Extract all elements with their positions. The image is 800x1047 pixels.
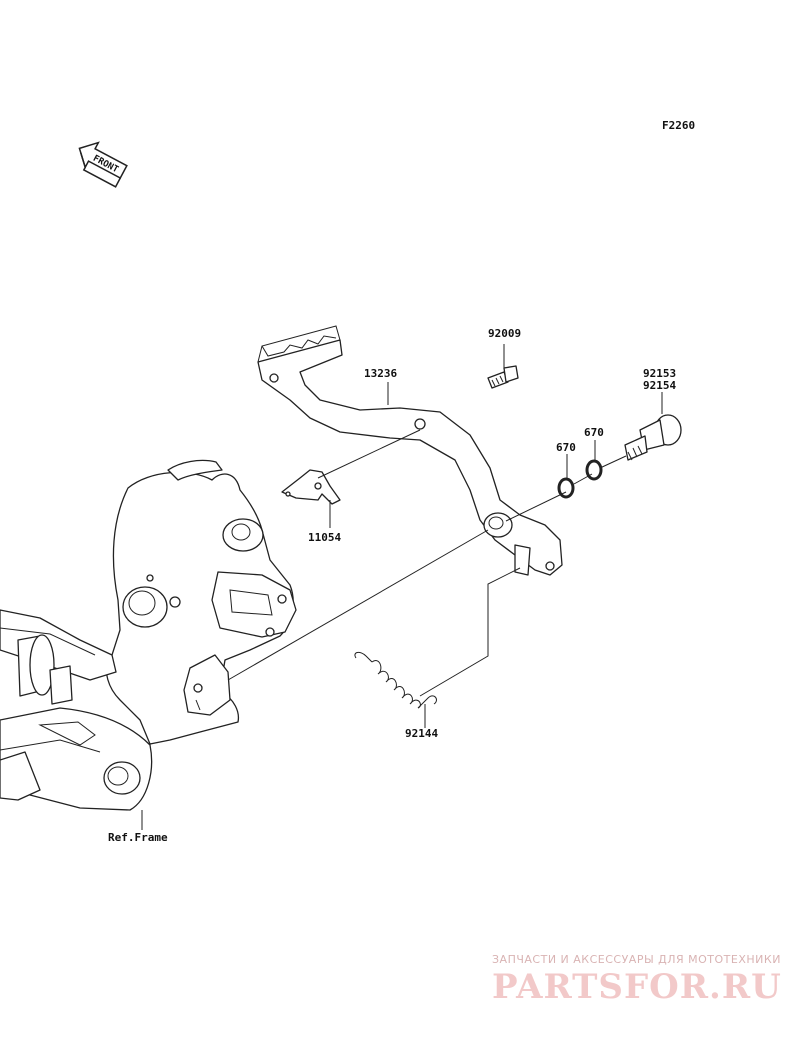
brake-pedal-drawing xyxy=(257,325,563,576)
label-92009: 92009 xyxy=(488,327,521,340)
label-11054: 11054 xyxy=(308,531,341,544)
label-13236: 13236 xyxy=(364,367,397,380)
pivot-bolt-drawing xyxy=(624,414,682,461)
spring-92144-drawing xyxy=(354,651,437,709)
bracket-11054-drawing xyxy=(281,469,341,505)
label-92154: 92154 xyxy=(643,379,676,392)
o-ring-b xyxy=(585,459,603,481)
label-670-a: 670 xyxy=(556,441,576,454)
leader-lines xyxy=(141,344,663,830)
front-arrow-icon: FRONT xyxy=(78,141,128,188)
bolt-92009-drawing xyxy=(487,365,519,389)
watermark-tagline: ЗАПЧАСТИ И АКСЕССУАРЫ ДЛЯ МОТОТЕХНИКИ xyxy=(492,953,781,966)
frame-drawing xyxy=(0,459,297,811)
o-ring-a xyxy=(557,477,575,499)
label-92144: 92144 xyxy=(405,727,438,740)
figure-code: F2260 xyxy=(662,119,695,132)
watermark-brand: PARTSFOR.RU xyxy=(492,967,782,1007)
label-92153: 92153 xyxy=(643,367,676,380)
label-670-b: 670 xyxy=(584,426,604,439)
label-ref-frame: Ref.Frame xyxy=(108,831,168,844)
